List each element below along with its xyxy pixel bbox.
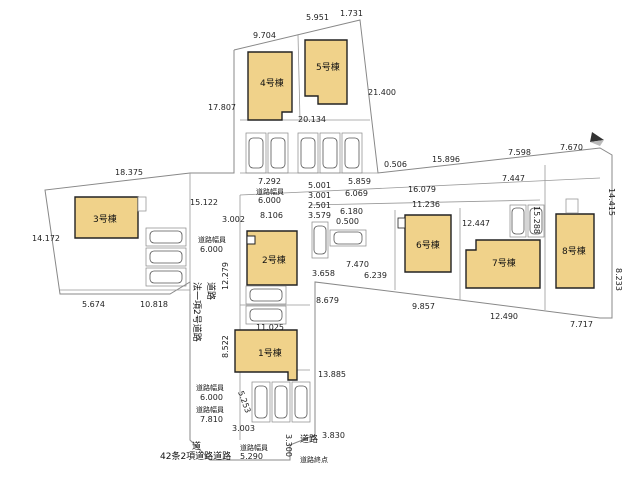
house-6-label: 6号棟	[416, 239, 440, 251]
dim-7292: 7.292	[258, 177, 281, 186]
house-4[interactable]: 4号棟	[247, 51, 293, 121]
house-5-label: 5号棟	[316, 61, 340, 73]
road-width-low2-value: 7.810	[200, 415, 223, 424]
dim-8522: 8.522	[221, 335, 230, 358]
road-labels: 道路幅員 6.000 道路幅員 6.000 法一項2号道路 道路 道路幅員 6.…	[160, 187, 328, 464]
house-2-label: 2号棟	[262, 254, 286, 266]
house-6[interactable]: 6号棟	[397, 214, 452, 273]
dim-3003: 3.003	[232, 424, 255, 433]
road-width-top-value: 6.000	[258, 196, 281, 205]
house-3[interactable]: 3号棟	[74, 196, 147, 239]
bottom-road-b: 42条2項道路道路	[160, 450, 231, 462]
dim-3830: 3.830	[322, 431, 345, 440]
dim-5951: 5.951	[306, 13, 329, 22]
bottom-road-a: 道	[192, 440, 201, 452]
dim-3300: 3.300	[284, 434, 293, 457]
dimension-labels: 9.704 5.951 1.731 17.807 21.400 20.134 1…	[32, 9, 593, 461]
dim-15122: 15.122	[190, 198, 218, 207]
house-5[interactable]: 5号棟	[304, 39, 348, 105]
road-width-mid-value: 6.000	[200, 245, 223, 254]
house-7-label: 7号棟	[492, 257, 516, 269]
dim-7598: 7.598	[508, 148, 531, 157]
dim-1731: 1.731	[340, 9, 363, 18]
dim-6180: 6.180	[340, 207, 363, 216]
road-end-label: 道路終点	[300, 455, 328, 464]
dim-7670: 7.670	[560, 143, 583, 152]
house-7[interactable]: 7号棟	[465, 239, 541, 289]
dim-5001: 5.001	[308, 181, 331, 190]
dim-5674: 5.674	[82, 300, 105, 309]
dim-7447: 7.447	[502, 174, 525, 183]
dim-18375: 18.375	[115, 168, 143, 177]
dim-13885: 13.885	[318, 370, 346, 379]
dim-9857: 9.857	[412, 302, 435, 311]
dim-8233: 8.233	[614, 268, 623, 291]
dim-5859: 5.859	[348, 177, 371, 186]
dim-12490: 12.490	[490, 312, 518, 321]
dim-3001: 3.001	[308, 191, 331, 200]
dim-10818: 10.818	[140, 300, 168, 309]
dim-8679: 8.679	[316, 296, 339, 305]
law-road-label: 法一項2号道路	[191, 282, 203, 342]
house-8[interactable]: 8号棟	[555, 198, 595, 289]
dim-3579: 3.579	[308, 211, 331, 220]
dim-2501: 2.501	[308, 201, 331, 210]
dim-14415: 14.415	[607, 188, 616, 216]
road-width-low1-label: 道路幅員	[196, 383, 224, 392]
bottom-road-right: 道路	[300, 433, 318, 445]
bottom-road-width-label: 道路幅員	[240, 443, 268, 452]
dim-15896: 15.896	[432, 155, 460, 164]
dim-0506: 0.506	[384, 160, 407, 169]
dim-8106: 8.106	[260, 211, 283, 220]
dim-21400: 21.400	[368, 88, 396, 97]
house-4-label: 4号棟	[260, 77, 284, 89]
dim-0500: 0.500	[336, 217, 359, 226]
house-2[interactable]: 2号棟	[246, 230, 298, 286]
house-3-label: 3号棟	[93, 213, 117, 225]
dim-9704: 9.704	[253, 31, 276, 40]
road-width-top-label: 道路幅員	[256, 187, 284, 196]
road-width-mid-label: 道路幅員	[198, 235, 226, 244]
dim-5290: 5.290	[240, 452, 263, 461]
dim-15288: 15.288	[532, 206, 541, 234]
dim-5253: 5.253	[236, 390, 252, 415]
house-1[interactable]: 1号棟	[234, 329, 298, 381]
road-width-low1-value: 6.000	[200, 393, 223, 402]
road-chars-vertical: 道路	[205, 282, 217, 300]
dim-14172: 14.172	[32, 234, 60, 243]
dim-16079: 16.079	[408, 185, 436, 194]
road-width-low2-label: 道路幅員	[196, 405, 224, 414]
dim-11025: 11.025	[256, 323, 284, 332]
dim-6239: 6.239	[364, 271, 387, 280]
dim-17807: 17.807	[208, 103, 236, 112]
dim-7470: 7.470	[346, 260, 369, 269]
parking-spaces	[145, 132, 545, 423]
dim-20134: 20.134	[298, 115, 326, 124]
dim-3658: 3.658	[312, 269, 335, 278]
house-8-label: 8号棟	[562, 245, 586, 257]
site-boundary	[44, 19, 613, 461]
dim-12447: 12.447	[462, 219, 490, 228]
dim-12279: 12.279	[221, 262, 230, 290]
house-1-label: 1号棟	[258, 347, 282, 359]
dim-6069: 6.069	[345, 189, 368, 198]
dim-3002: 3.002	[222, 215, 245, 224]
north-arrow-icon	[590, 132, 604, 146]
dim-11236: 11.236	[412, 200, 440, 209]
dim-7717: 7.717	[570, 320, 593, 329]
